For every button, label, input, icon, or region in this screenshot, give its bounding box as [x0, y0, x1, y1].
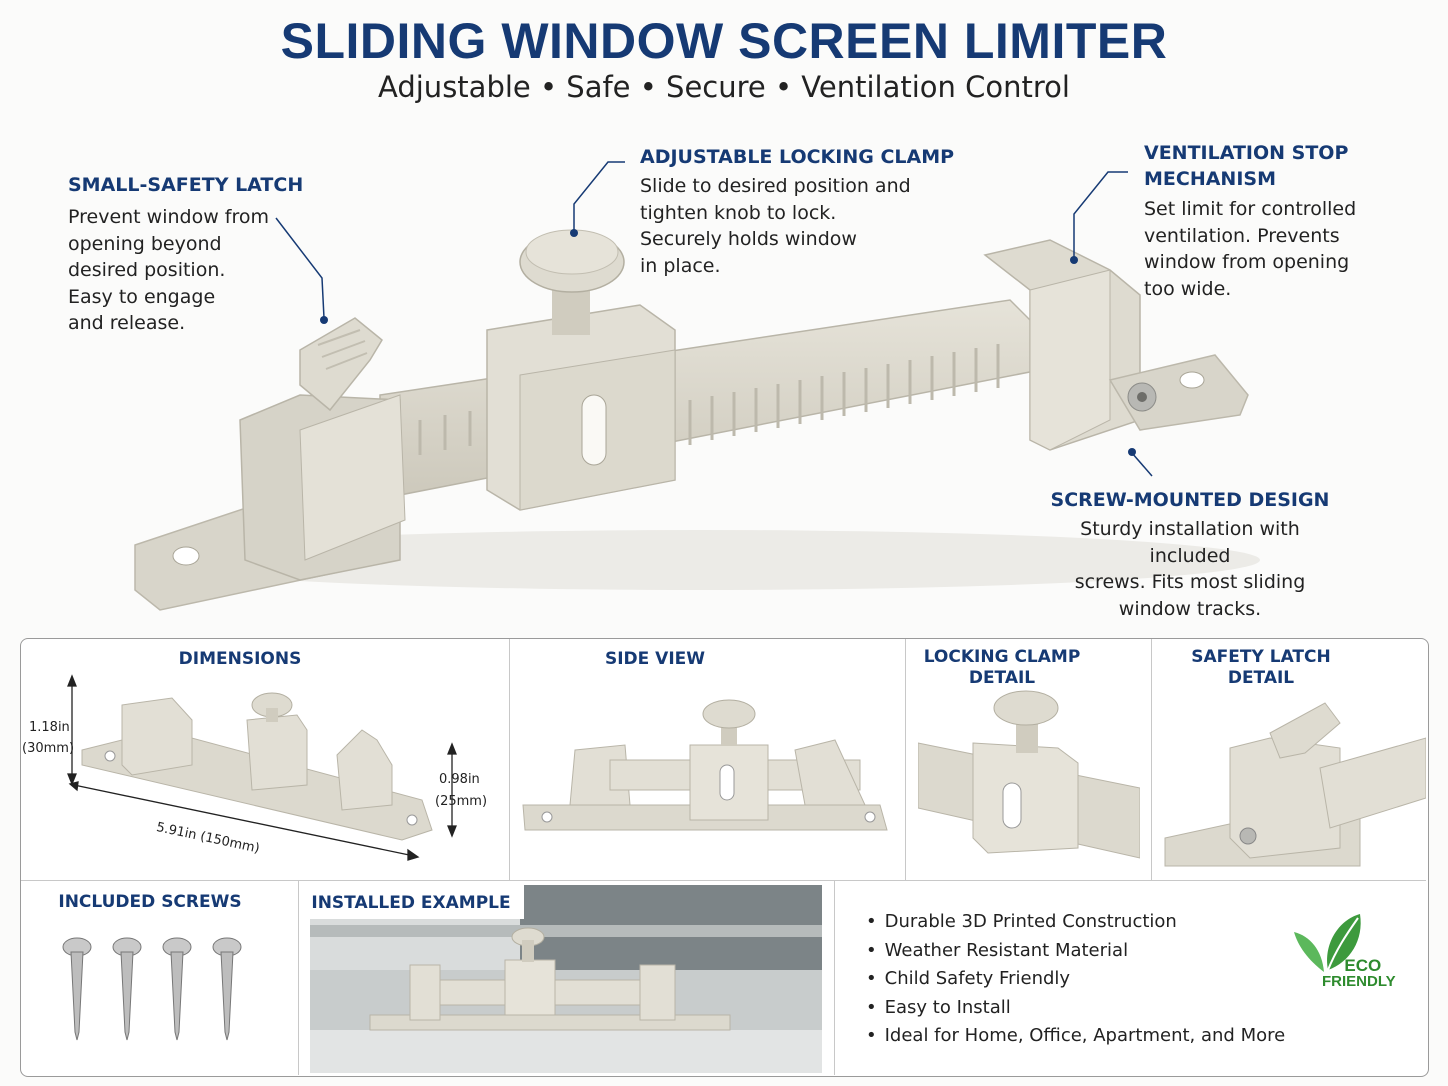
divider [509, 639, 510, 880]
title-line: DETAIL [1227, 668, 1295, 688]
feature-item: Weather Resistant Material [866, 937, 1285, 966]
text-line: Sturdy installation with included [1080, 518, 1300, 567]
title-line: MECHANISM [1144, 168, 1276, 190]
title-line: LOCKING CLAMP [923, 647, 1081, 667]
divider [298, 880, 299, 1075]
installed-title: INSTALLED EXAMPLE [311, 893, 511, 913]
dim-height: 1.18in [29, 720, 70, 735]
callout-screw-mounted: SCREW-MOUNTED DESIGN Sturdy installation… [1040, 487, 1340, 622]
side-view-title: SIDE VIEW [604, 649, 706, 669]
side-view-image [522, 699, 888, 831]
screws-title: INCLUDED SCREWS [58, 892, 242, 912]
callout-title: SCREW-MOUNTED DESIGN [1050, 489, 1330, 511]
divider [905, 639, 906, 880]
latch-detail-image [1164, 702, 1426, 867]
callout-text: Sturdy installation with included screws… [1040, 516, 1340, 622]
screw-icon [162, 937, 192, 1041]
text-line: tighten knob to lock. [640, 201, 837, 224]
callout-text: Slide to desired position and tighten kn… [640, 173, 954, 279]
installed-title-bg [310, 885, 524, 919]
callout-locking-clamp: ADJUSTABLE LOCKING CLAMP Slide to desire… [640, 144, 954, 279]
page-title: SLIDING WINDOW SCREEN LIMITER [280, 13, 1168, 69]
text-line: window from opening [1144, 251, 1350, 273]
title-line: SAFETY LATCH [1191, 647, 1331, 667]
divider [834, 880, 835, 1075]
text-line: screws. Fits most sliding [1074, 571, 1306, 593]
screw-icon [212, 937, 242, 1041]
dim-height-mm: (30mm) [22, 741, 75, 756]
callout-title: VENTILATION STOP MECHANISM [1144, 140, 1356, 192]
eco-friendly-badge: ECO FRIENDLY [1322, 956, 1396, 990]
text-line: too wide. [1144, 277, 1232, 300]
text-line: opening beyond [68, 232, 222, 255]
latch-detail-title: SAFETY LATCH DETAIL [1171, 647, 1351, 689]
feature-item: Ideal for Home, Office, Apartment, and M… [866, 1022, 1286, 1051]
feature-item: Child Safety Friendly [866, 965, 1285, 994]
text-line: Securely holds window [640, 228, 857, 250]
page-subtitle: Adjustable • Safe • Secure • Ventilation… [378, 70, 1070, 104]
dimensions-title: DIMENSIONS [178, 649, 302, 669]
text-line: Easy to engage [68, 285, 216, 308]
leaf-icon [1294, 914, 1361, 972]
eco-line: FRIENDLY [1322, 973, 1396, 990]
text-line: Prevent window from [68, 206, 270, 228]
callout-title: ADJUSTABLE LOCKING CLAMP [640, 146, 955, 168]
feature-item: Easy to Install [866, 994, 1285, 1023]
divider [21, 880, 1426, 881]
dim-depth: 0.98in [439, 772, 480, 787]
title-line: VENTILATION STOP [1144, 142, 1349, 164]
eco-line: ECO [1344, 956, 1382, 975]
feature-item: Durable 3D Printed Construction [866, 908, 1285, 937]
callout-safety-latch: SMALL-SAFETY LATCH Prevent window from o… [68, 172, 303, 337]
dim-depth-mm: (25mm) [435, 794, 488, 809]
feature-list: Durable 3D Printed Construction Weather … [866, 908, 1286, 1051]
text-line: Set limit for controlled [1144, 198, 1357, 220]
screw-icon [112, 937, 142, 1041]
text-line: ventilation. Prevents [1144, 224, 1340, 247]
product-illustration [134, 161, 1260, 611]
text-line: window tracks. [1118, 597, 1262, 620]
title-line: DETAIL [968, 668, 1036, 688]
screws-image [62, 937, 242, 1041]
callout-text: Prevent window from opening beyond desir… [68, 204, 303, 337]
divider [1151, 639, 1152, 880]
dimensions-diagram [67, 674, 457, 861]
callout-title: SMALL-SAFETY LATCH [68, 174, 304, 196]
text-line: Slide to desired position and [640, 175, 911, 197]
text-line: in place. [640, 254, 721, 277]
screw-icon [62, 937, 92, 1041]
callout-text: Set limit for controlled ventilation. Pr… [1144, 196, 1356, 302]
text-line: and release. [68, 312, 186, 334]
clamp-detail-title: LOCKING CLAMP DETAIL [912, 647, 1092, 689]
clamp-detail-image [918, 690, 1140, 859]
text-line: desired position. [68, 259, 226, 281]
callout-ventilation-stop: VENTILATION STOP MECHANISM Set limit for… [1144, 140, 1356, 302]
